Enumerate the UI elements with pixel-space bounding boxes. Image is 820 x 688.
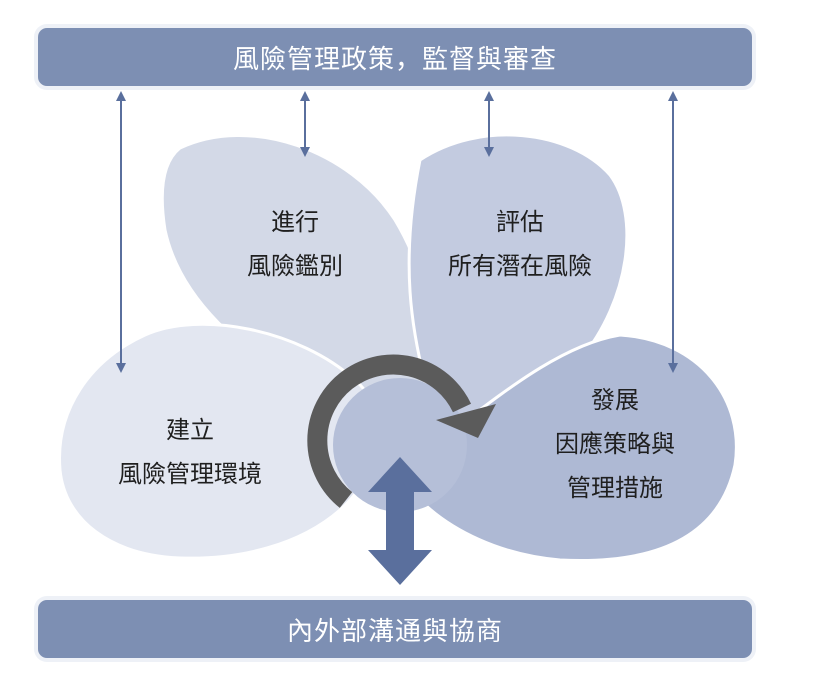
policy-oversight-bar: 風險管理政策，監督與審查 <box>38 28 752 86</box>
petal-identify-label: 進行 風險鑑別 <box>247 208 343 280</box>
petal-establish-label: 建立 風險管理環境 <box>118 416 262 488</box>
center-circle <box>333 378 467 512</box>
petal-assess-label: 評估 所有潛在風險 <box>448 208 592 280</box>
communication-label: 內外部溝通與協商 <box>286 616 503 647</box>
cycle-arrow <box>307 354 472 508</box>
petal-develop-label: 發展 因應策略與 管理措施 <box>555 386 675 502</box>
communication-double-arrow <box>368 457 432 585</box>
communication-bar: 內外部溝通與協商 <box>38 600 752 658</box>
policy-oversight-label: 風險管理政策，監督與審查 <box>232 44 557 75</box>
cycle-arrow-head <box>436 404 496 438</box>
petal-establish <box>58 322 380 560</box>
petal-develop <box>418 333 738 563</box>
